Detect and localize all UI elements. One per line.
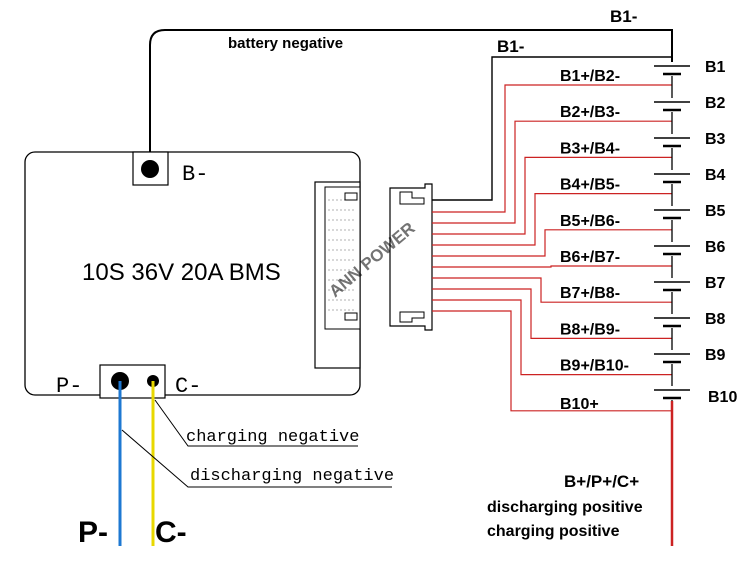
battery-negative-wire	[149, 29, 673, 168]
tap-label: B1+/B2-	[560, 68, 620, 85]
p-minus-label: P-	[56, 374, 82, 399]
tap-label: B5+/B6-	[560, 213, 620, 230]
tap-label: B9+/B10-	[560, 358, 629, 375]
positive-title-label: B+/P+/C+	[564, 472, 639, 491]
tap-wire	[432, 265, 672, 268]
tap-label: B3+/B4-	[560, 140, 620, 157]
tap-label: B10+	[560, 396, 599, 413]
discharging-negative-leader	[121, 429, 392, 488]
plug-connector	[389, 183, 433, 331]
tap-wire	[432, 310, 672, 412]
p-minus-big-label: P-	[78, 516, 108, 549]
cell-label: B5	[705, 203, 726, 220]
cell-label: B6	[705, 239, 726, 256]
b1-minus-top-label: B1-	[610, 7, 637, 26]
charging-positive-label: charging positive	[487, 523, 620, 540]
discharging-positive-label: discharging positive	[487, 499, 643, 516]
board-connector-latch-top	[344, 192, 358, 201]
cell-label: B9	[705, 347, 726, 364]
tap-label: B8+/B9-	[560, 321, 620, 338]
tap-wires	[432, 84, 672, 412]
tap-wire	[432, 229, 672, 257]
tap-wire	[432, 277, 672, 303]
board-connector-pins	[328, 199, 356, 311]
plug-latch-bottom	[399, 311, 425, 323]
b-minus-terminal-dot	[141, 160, 159, 178]
tap-wire	[432, 288, 672, 339]
charging-negative-leader	[154, 399, 358, 447]
b1-minus-wire	[432, 56, 672, 201]
cell-label: B1	[705, 59, 726, 76]
c-minus-big-label: C-	[155, 516, 187, 549]
tap-labels: B1+/B2- B2+/B3- B3+/B4- B4+/B5- B5+/B6- B6+/B…	[560, 68, 629, 413]
b1-minus-mid-label: B1-	[497, 37, 524, 56]
tap-wire	[432, 156, 672, 235]
discharging-negative-label: discharging negative	[190, 467, 394, 486]
tap-label: B6+/B7-	[560, 249, 620, 266]
battery-negative-label: battery negative	[228, 35, 343, 52]
tap-wire	[432, 193, 672, 246]
battery-stack	[654, 57, 690, 410]
tap-wire	[432, 84, 672, 213]
tap-wire	[432, 120, 672, 224]
cell-label: B10	[708, 389, 737, 406]
cell-label: B3	[705, 131, 726, 148]
tap-label: B2+/B3-	[560, 104, 620, 121]
cell-label: B4	[705, 167, 726, 184]
cell-label: B2	[705, 95, 726, 112]
board-title: 10S 36V 20A BMS	[82, 259, 281, 286]
tap-wire	[432, 299, 672, 376]
cell-label: B8	[705, 311, 726, 328]
tap-label: B7+/B8-	[560, 285, 620, 302]
b-minus-label: B-	[182, 162, 208, 187]
c-minus-label: C-	[175, 374, 201, 399]
board-connector-latch-bottom	[344, 312, 358, 321]
charging-negative-label: charging negative	[186, 428, 359, 447]
plug-latch-top	[399, 191, 425, 205]
tap-label: B4+/B5-	[560, 177, 620, 194]
cell-label: B7	[705, 275, 726, 292]
board-connector-inner	[324, 186, 361, 330]
